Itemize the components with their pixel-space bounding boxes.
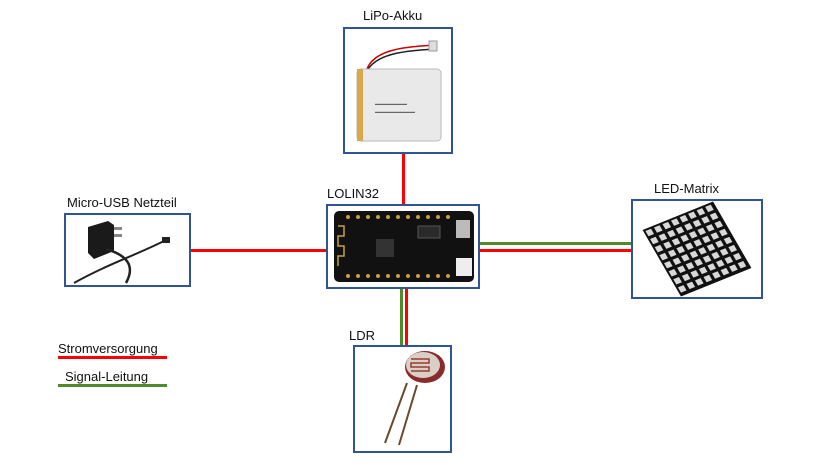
- power-wire-usb-lolin: [190, 249, 327, 252]
- led-pixel: [667, 249, 677, 257]
- led-pixel: [680, 234, 689, 243]
- led-pixel: [715, 259, 725, 268]
- led-pixel: [671, 218, 680, 226]
- led-pixel: [673, 277, 682, 285]
- led-pixel: [723, 236, 733, 245]
- led-pixel: [694, 258, 703, 267]
- ldr-image: [384, 351, 445, 446]
- led-pixel: [650, 236, 659, 245]
- led-pixel: [698, 266, 708, 275]
- led-pixel: [710, 232, 720, 240]
- led-matrix-box: [631, 199, 763, 299]
- usb-charger-label: Micro-USB Netzteil: [67, 195, 177, 210]
- led-pixel: [688, 211, 697, 220]
- led-pixel: [686, 281, 696, 290]
- power-wire-lolin-matrix: [479, 249, 632, 252]
- led-pixel: [681, 254, 690, 262]
- led-pixel: [720, 267, 730, 276]
- legend-power-label: Stromversorgung: [58, 341, 158, 356]
- led-pixel: [671, 237, 681, 246]
- lolin32-label: LOLIN32: [327, 186, 380, 201]
- lolin32-board-image: [334, 211, 474, 282]
- led-pixel: [658, 233, 668, 241]
- led-pixel: [675, 226, 685, 234]
- svg-text:▬▬▬▬▬▬▬▬▬▬: ▬▬▬▬▬▬▬▬▬▬: [375, 109, 415, 114]
- led-pixel: [737, 260, 747, 269]
- led-pixel: [711, 251, 720, 260]
- signal-wire-lolin-matrix: [479, 242, 632, 245]
- led-pixel: [714, 220, 724, 229]
- led-pixel: [695, 278, 704, 286]
- led-pixel: [706, 243, 716, 252]
- led-pixel: [705, 224, 715, 232]
- led-pixel: [664, 260, 673, 269]
- led-pixel: [677, 265, 686, 274]
- led-pixel: [677, 285, 687, 293]
- led-pixel: [733, 252, 742, 261]
- led-pixel: [693, 239, 703, 247]
- usb-charger-box: [64, 213, 191, 287]
- lipo-battery-image: ▬▬▬▬▬▬▬▬ ▬▬▬▬▬▬▬▬▬▬: [356, 40, 442, 142]
- legend-signal-label: Signal-Leitung: [65, 369, 149, 384]
- led-pixel: [702, 235, 711, 244]
- led-pixel: [653, 225, 663, 233]
- ldr-label: LDR: [349, 328, 376, 343]
- legend-power-line: [58, 356, 167, 359]
- signal-wire-lolin-ldr: [400, 288, 403, 346]
- svg-text:▬▬▬▬▬▬▬▬: ▬▬▬▬▬▬▬▬: [375, 101, 407, 106]
- led-pixel: [684, 242, 694, 251]
- led-pixel: [690, 270, 699, 278]
- led-pixel: [688, 231, 698, 239]
- led-pixel: [672, 257, 682, 265]
- led-pixel: [663, 241, 672, 249]
- led-pixel: [668, 268, 678, 277]
- led-pixel: [715, 240, 724, 248]
- led-pixel: [712, 271, 721, 279]
- led-pixel: [728, 244, 737, 253]
- power-wire-lolin-ldr: [405, 288, 408, 346]
- led-pixel: [696, 208, 706, 216]
- led-matrix-label: LED-Matrix: [654, 181, 720, 196]
- led-pixel: [697, 227, 706, 236]
- led-pixel: [729, 264, 738, 272]
- led-pixel: [703, 274, 713, 283]
- led-pixel: [707, 263, 717, 271]
- led-pixel: [659, 252, 668, 261]
- lipo-battery-box: ▬▬▬▬▬▬▬▬ ▬▬▬▬▬▬▬▬▬▬: [343, 27, 453, 154]
- led-pixel: [681, 273, 691, 282]
- led-matrix-image: [642, 201, 752, 297]
- led-pixel: [667, 229, 676, 238]
- led-pixel: [705, 204, 714, 213]
- power-wire-lipo-lolin: [402, 153, 405, 205]
- led-pixel: [719, 248, 729, 256]
- led-pixel: [645, 228, 655, 237]
- led-pixel: [709, 212, 719, 221]
- lolin32-board-box: [326, 204, 480, 289]
- led-pixel: [662, 221, 672, 230]
- led-pixel: [692, 219, 702, 228]
- led-pixel: [701, 216, 710, 224]
- led-pixel: [685, 262, 695, 270]
- led-pixel: [689, 250, 699, 259]
- led-pixel: [719, 228, 728, 237]
- led-pixel: [654, 244, 664, 253]
- led-pixel: [698, 247, 707, 255]
- ldr-box: [353, 345, 452, 453]
- lipo-label: LiPo-Akku: [363, 8, 423, 23]
- led-pixel: [679, 214, 689, 223]
- led-pixel: [676, 245, 686, 254]
- usb-charger-image: [73, 221, 170, 284]
- legend-signal-line: [58, 384, 167, 387]
- led-pixel: [684, 223, 693, 231]
- led-pixel: [724, 256, 734, 264]
- led-pixel: [702, 255, 712, 263]
